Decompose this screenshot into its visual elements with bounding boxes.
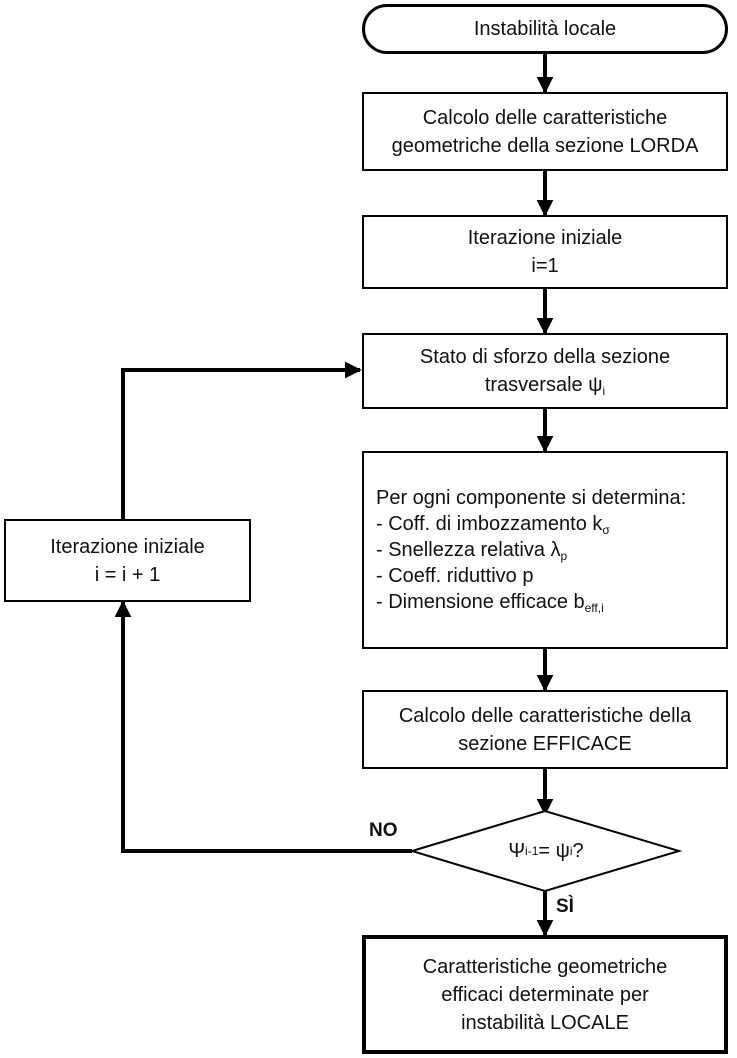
component-item: - Snellezza relativa λp <box>376 539 568 563</box>
init-line-1: Iterazione iniziale <box>467 227 623 249</box>
no-edge-label: NO <box>369 820 398 841</box>
final-line-3: instabilità LOCALE <box>461 1011 629 1034</box>
initial-iteration-box: Iterazione iniziale i=1 <box>362 215 728 289</box>
final-line-2: efficaci determinate per <box>441 983 649 1006</box>
iteration-increment-box: Iterazione iniziale i = i + 1 <box>4 519 251 602</box>
stress-line-2: trasversale ψi <box>484 374 606 398</box>
component-item: - Dimensione efficace beff,i <box>376 591 604 615</box>
effective-section-box: Calcolo delle caratteristiche della sezi… <box>362 690 728 769</box>
component-item: - Coff. di imbozzamento kσ <box>376 513 610 537</box>
final-line-1: Caratteristiche geometriche <box>422 955 668 978</box>
stress-state-box: Stato di sforzo della sezione trasversal… <box>362 333 728 409</box>
components-header: Per ogni componente si determina: <box>376 487 687 509</box>
iterate-line-1: Iterazione iniziale <box>50 535 205 558</box>
decision-diamond <box>408 809 683 893</box>
yes-edge-label: SÌ <box>556 896 574 917</box>
arrow-iterate-to-stress <box>121 361 362 519</box>
arrow-no-loop <box>114 600 412 853</box>
start-label: Instabilità locale <box>473 18 617 40</box>
gross-line-1: Calcolo delle caratteristiche <box>422 106 668 129</box>
gross-line-2: geometriche della sezione LORDA <box>391 134 699 157</box>
init-line-2: i=1 <box>531 255 559 277</box>
gross-section-box: Calcolo delle caratteristiche geometrich… <box>362 92 728 171</box>
component-item: - Coeff. riduttivo p <box>376 565 534 587</box>
components-box: Per ogni componente si determina: - Coff… <box>362 451 728 649</box>
iterate-line-2: i = i + 1 <box>94 563 161 586</box>
start-terminal: Instabilità locale <box>362 4 728 54</box>
effective-line-2: sezione EFFICACE <box>458 732 632 755</box>
final-result-box: Caratteristiche geometriche efficaci det… <box>362 935 728 1054</box>
effective-line-1: Calcolo delle caratteristiche della <box>398 704 692 727</box>
stress-line-1: Stato di sforzo della sezione <box>419 346 671 368</box>
